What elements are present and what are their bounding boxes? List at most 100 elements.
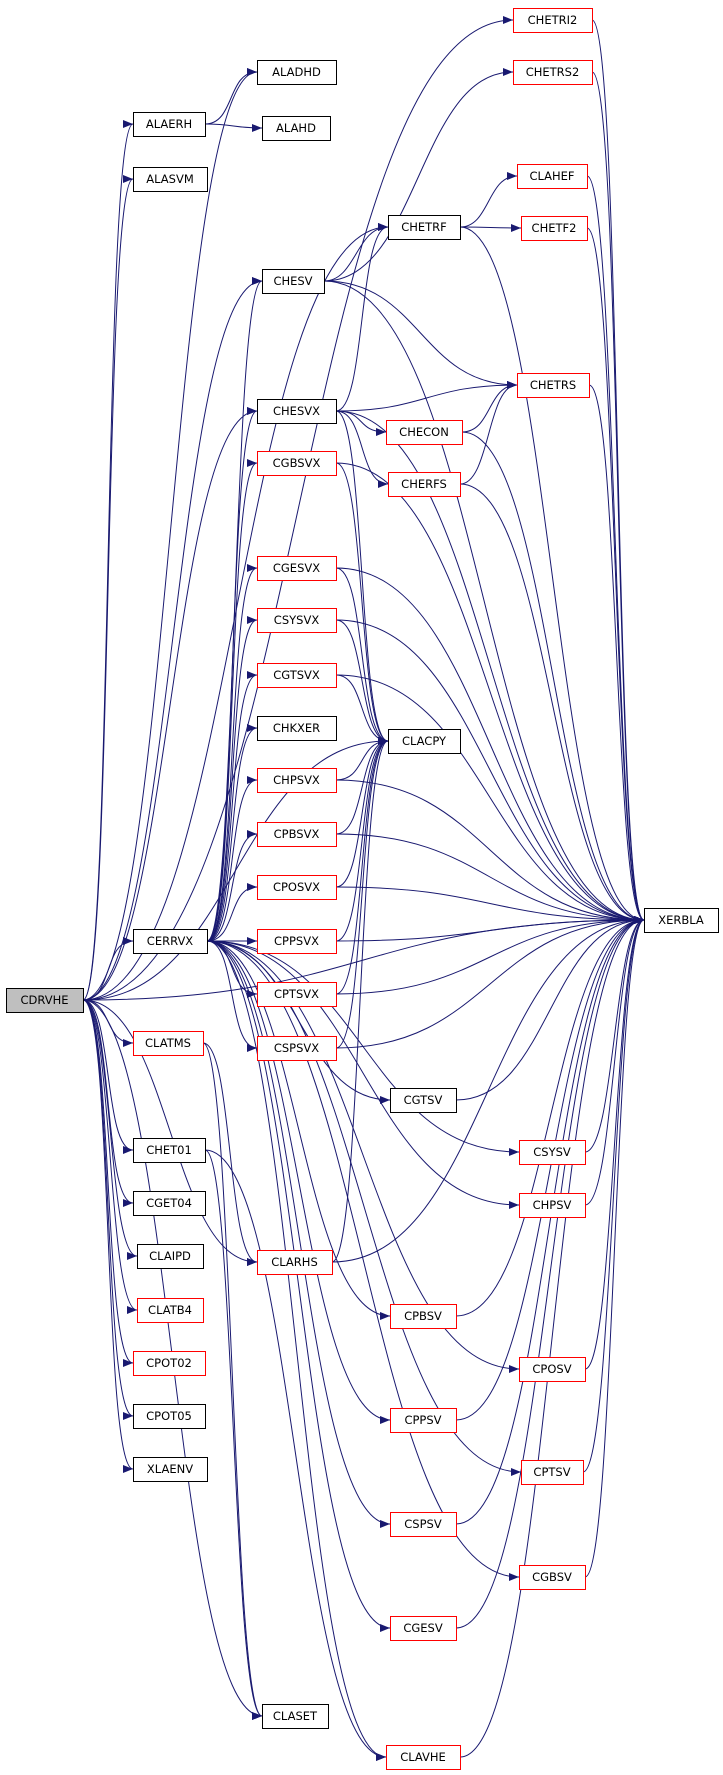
node-cgbsvx-box[interactable] [257, 451, 337, 476]
node-alasvm[interactable]: ALASVM [133, 167, 208, 192]
node-cposvx[interactable]: CPOSVX [257, 875, 337, 900]
node-chetrs[interactable]: CHETRS [517, 373, 590, 398]
node-chesv[interactable]: CHESV [262, 269, 325, 294]
node-alahd-box[interactable] [262, 116, 331, 141]
node-xerbla-box[interactable] [644, 908, 719, 933]
node-chpsv-box[interactable] [519, 1193, 586, 1218]
node-clavhe-box[interactable] [386, 1745, 461, 1770]
node-clacpy-box[interactable] [388, 729, 461, 754]
node-cpot02-box[interactable] [133, 1351, 206, 1376]
node-chesv-box[interactable] [262, 269, 325, 294]
node-cpbsvx[interactable]: CPBSVX [257, 822, 337, 847]
node-cspsv[interactable]: CSPSV [390, 1512, 457, 1537]
node-chpsvx[interactable]: CHPSVX [257, 768, 337, 793]
node-cspsvx-box[interactable] [257, 1036, 337, 1061]
node-cpbsvx-box[interactable] [257, 822, 337, 847]
node-cgesv-box[interactable] [390, 1616, 457, 1641]
node-clatb4-box[interactable] [137, 1298, 204, 1323]
node-xlaenv[interactable]: XLAENV [133, 1457, 208, 1482]
node-cspsv-box[interactable] [390, 1512, 457, 1537]
node-cptsv-box[interactable] [521, 1460, 584, 1485]
node-chkxer[interactable]: CHKXER [257, 716, 337, 741]
node-cpbsv[interactable]: CPBSV [390, 1304, 457, 1329]
node-cgbsv[interactable]: CGBSV [519, 1565, 586, 1590]
node-cgesvx-box[interactable] [257, 556, 337, 581]
node-chet01[interactable]: CHET01 [133, 1138, 206, 1163]
node-cherfs[interactable]: CHERFS [388, 472, 461, 497]
node-csysv[interactable]: CSYSV [519, 1140, 586, 1165]
node-cppsvx-box[interactable] [257, 929, 337, 954]
node-cppsvx[interactable]: CPPSVX [257, 929, 337, 954]
node-cerrvx-box[interactable] [133, 929, 208, 954]
node-xlaenv-box[interactable] [133, 1457, 208, 1482]
node-cdrvhe[interactable]: CDRVHE [6, 988, 84, 1013]
node-cspsvx[interactable]: CSPSVX [257, 1036, 337, 1061]
node-cpot05-box[interactable] [133, 1404, 206, 1429]
node-clahef[interactable]: CLAHEF [517, 164, 588, 189]
node-alaerh-box[interactable] [133, 112, 206, 137]
node-chesvx-box[interactable] [257, 399, 337, 424]
node-checon[interactable]: CHECON [386, 420, 463, 445]
node-cpot05[interactable]: CPOT05 [133, 1404, 206, 1429]
node-cgesvx[interactable]: CGESVX [257, 556, 337, 581]
node-csysvx-box[interactable] [257, 608, 337, 633]
node-alahd[interactable]: ALAHD [262, 116, 331, 141]
node-csysvx[interactable]: CSYSVX [257, 608, 337, 633]
node-clatms-box[interactable] [133, 1031, 204, 1056]
node-cposvx-box[interactable] [257, 875, 337, 900]
node-aladhd[interactable]: ALADHD [257, 60, 337, 85]
node-xerbla[interactable]: XERBLA [644, 908, 719, 933]
node-clahef-box[interactable] [517, 164, 588, 189]
node-chetf2[interactable]: CHETF2 [521, 216, 588, 241]
node-chetri2[interactable]: CHETRI2 [513, 8, 593, 33]
node-chesvx[interactable]: CHESVX [257, 399, 337, 424]
node-aladhd-box[interactable] [257, 60, 337, 85]
node-chetrs2[interactable]: CHETRS2 [513, 60, 593, 85]
node-cget04-box[interactable] [133, 1191, 206, 1216]
node-cerrvx[interactable]: CERRVX [133, 929, 208, 954]
node-cpbsv-box[interactable] [390, 1304, 457, 1329]
node-cptsvx[interactable]: CPTSVX [257, 982, 337, 1007]
node-cposv-box[interactable] [519, 1357, 586, 1382]
node-cptsv[interactable]: CPTSV [521, 1460, 584, 1485]
node-clatms[interactable]: CLATMS [133, 1031, 204, 1056]
node-chkxer-box[interactable] [257, 716, 337, 741]
node-cgtsv[interactable]: CGTSV [390, 1088, 457, 1113]
node-chetrf[interactable]: CHETRF [388, 215, 461, 240]
node-claset-box[interactable] [262, 1704, 329, 1729]
node-clatb4[interactable]: CLATB4 [137, 1298, 204, 1323]
node-clarhs[interactable]: CLARHS [257, 1250, 333, 1275]
node-cdrvhe-box[interactable] [6, 988, 84, 1013]
node-chet01-box[interactable] [133, 1138, 206, 1163]
node-cgtsvx-box[interactable] [257, 663, 337, 688]
node-cposv[interactable]: CPOSV [519, 1357, 586, 1382]
node-chetrs-box[interactable] [517, 373, 590, 398]
node-clavhe[interactable]: CLAVHE [386, 1745, 461, 1770]
node-cgtsvx[interactable]: CGTSVX [257, 663, 337, 688]
node-alaerh[interactable]: ALAERH [133, 112, 206, 137]
node-cppsv[interactable]: CPPSV [390, 1408, 457, 1433]
node-alasvm-box[interactable] [133, 167, 208, 192]
node-cgbsvx[interactable]: CGBSVX [257, 451, 337, 476]
node-cppsv-box[interactable] [390, 1408, 457, 1433]
node-cgtsv-box[interactable] [390, 1088, 457, 1113]
node-chetrs2-box[interactable] [513, 60, 593, 85]
node-claipd[interactable]: CLAIPD [137, 1244, 204, 1269]
node-chetf2-box[interactable] [521, 216, 588, 241]
node-clarhs-box[interactable] [257, 1250, 333, 1275]
node-claipd-box[interactable] [137, 1244, 204, 1269]
node-claset[interactable]: CLASET [262, 1704, 329, 1729]
node-cgbsv-box[interactable] [519, 1565, 586, 1590]
node-checon-box[interactable] [386, 420, 463, 445]
node-cptsvx-box[interactable] [257, 982, 337, 1007]
node-clacpy[interactable]: CLACPY [388, 729, 461, 754]
node-chpsvx-box[interactable] [257, 768, 337, 793]
node-cherfs-box[interactable] [388, 472, 461, 497]
node-cpot02[interactable]: CPOT02 [133, 1351, 206, 1376]
node-chpsv[interactable]: CHPSV [519, 1193, 586, 1218]
node-chetrf-box[interactable] [388, 215, 461, 240]
node-csysv-box[interactable] [519, 1140, 586, 1165]
node-cgesv[interactable]: CGESV [390, 1616, 457, 1641]
node-cget04[interactable]: CGET04 [133, 1191, 206, 1216]
node-chetri2-box[interactable] [513, 8, 593, 33]
